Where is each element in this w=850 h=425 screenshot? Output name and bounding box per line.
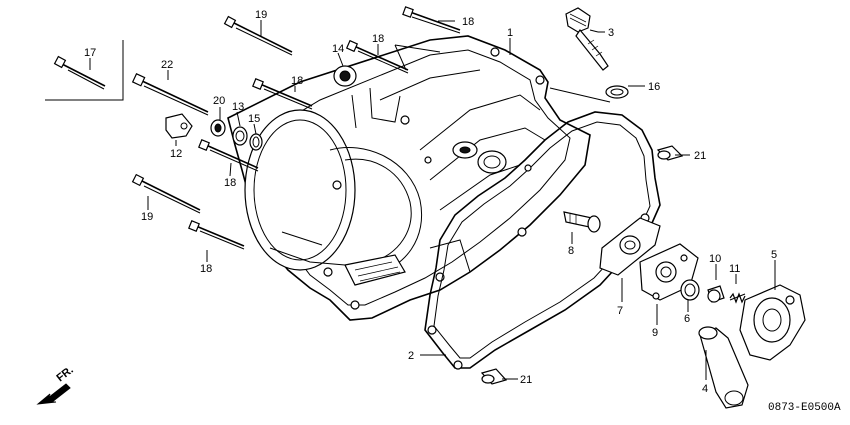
callout-9: 9 (652, 327, 658, 339)
collar-10 (707, 285, 725, 303)
callout-21-lower: 21 (520, 374, 532, 386)
clamp-12 (165, 113, 193, 139)
callout-18-top: 18 (462, 16, 474, 28)
callout-13: 13 (232, 101, 244, 113)
callout-15: 15 (248, 113, 260, 125)
plate-7 (599, 217, 661, 276)
callout-1: 1 (507, 27, 513, 39)
callout-2: 2 (408, 350, 414, 362)
callout-22: 22 (161, 59, 173, 71)
dowel-pin-upper (656, 145, 684, 161)
callout-labels: 17 19 18 18 14 1 22 18 20 13 15 12 18 19… (84, 9, 841, 414)
front-direction-arrow: FR. (36, 364, 76, 405)
callout-21-upper: 21 (694, 150, 706, 162)
crankcase-cover (227, 35, 591, 321)
bolt-18-top (402, 6, 461, 34)
bolt-22 (131, 72, 209, 116)
leader-lines (45, 20, 776, 380)
diagram-code: 0873-E0500A (768, 402, 841, 414)
callout-16: 16 (648, 81, 660, 93)
bolt-19-lower (131, 173, 201, 214)
seal-13 (232, 126, 248, 146)
bushing-6 (680, 279, 700, 301)
callout-19-lower: 19 (141, 211, 153, 223)
bolt-18-bottom (188, 220, 245, 250)
front-label: FR. (54, 364, 75, 384)
kick-arm-4 (698, 326, 749, 409)
callout-20: 20 (213, 95, 225, 107)
callout-4: 4 (702, 383, 708, 395)
dowel-pin-lower (480, 368, 508, 385)
spindle-5 (739, 284, 806, 361)
callout-18-lower: 18 (224, 177, 236, 189)
cover-gasket (424, 111, 661, 370)
callout-14: 14 (332, 43, 344, 55)
oil-seal-14 (333, 65, 357, 87)
bolt-19-upper (223, 15, 293, 56)
callout-12: 12 (170, 148, 182, 160)
callout-18-mid: 18 (372, 33, 384, 45)
callout-7: 7 (617, 305, 623, 317)
callout-18-bottom: 18 (200, 263, 212, 275)
o-ring-16 (605, 85, 629, 99)
callout-3: 3 (608, 27, 614, 39)
filler-cap-3 (565, 7, 609, 71)
o-ring-15 (249, 133, 263, 151)
callout-5: 5 (771, 249, 777, 261)
bolt-18-mid (345, 39, 409, 74)
bolt-17 (53, 55, 106, 90)
callout-10: 10 (709, 253, 721, 265)
callout-19-top: 19 (255, 9, 267, 21)
callout-8: 8 (568, 245, 574, 257)
bolt-18-lower (198, 139, 259, 172)
callout-6: 6 (684, 313, 690, 325)
callout-18-left: 18 (291, 75, 303, 87)
spring-11 (729, 292, 746, 304)
callout-11: 11 (729, 263, 740, 275)
washer-20 (210, 119, 226, 137)
callout-17: 17 (84, 47, 96, 59)
stud-8 (563, 211, 601, 233)
bolt-18-left (252, 78, 313, 110)
